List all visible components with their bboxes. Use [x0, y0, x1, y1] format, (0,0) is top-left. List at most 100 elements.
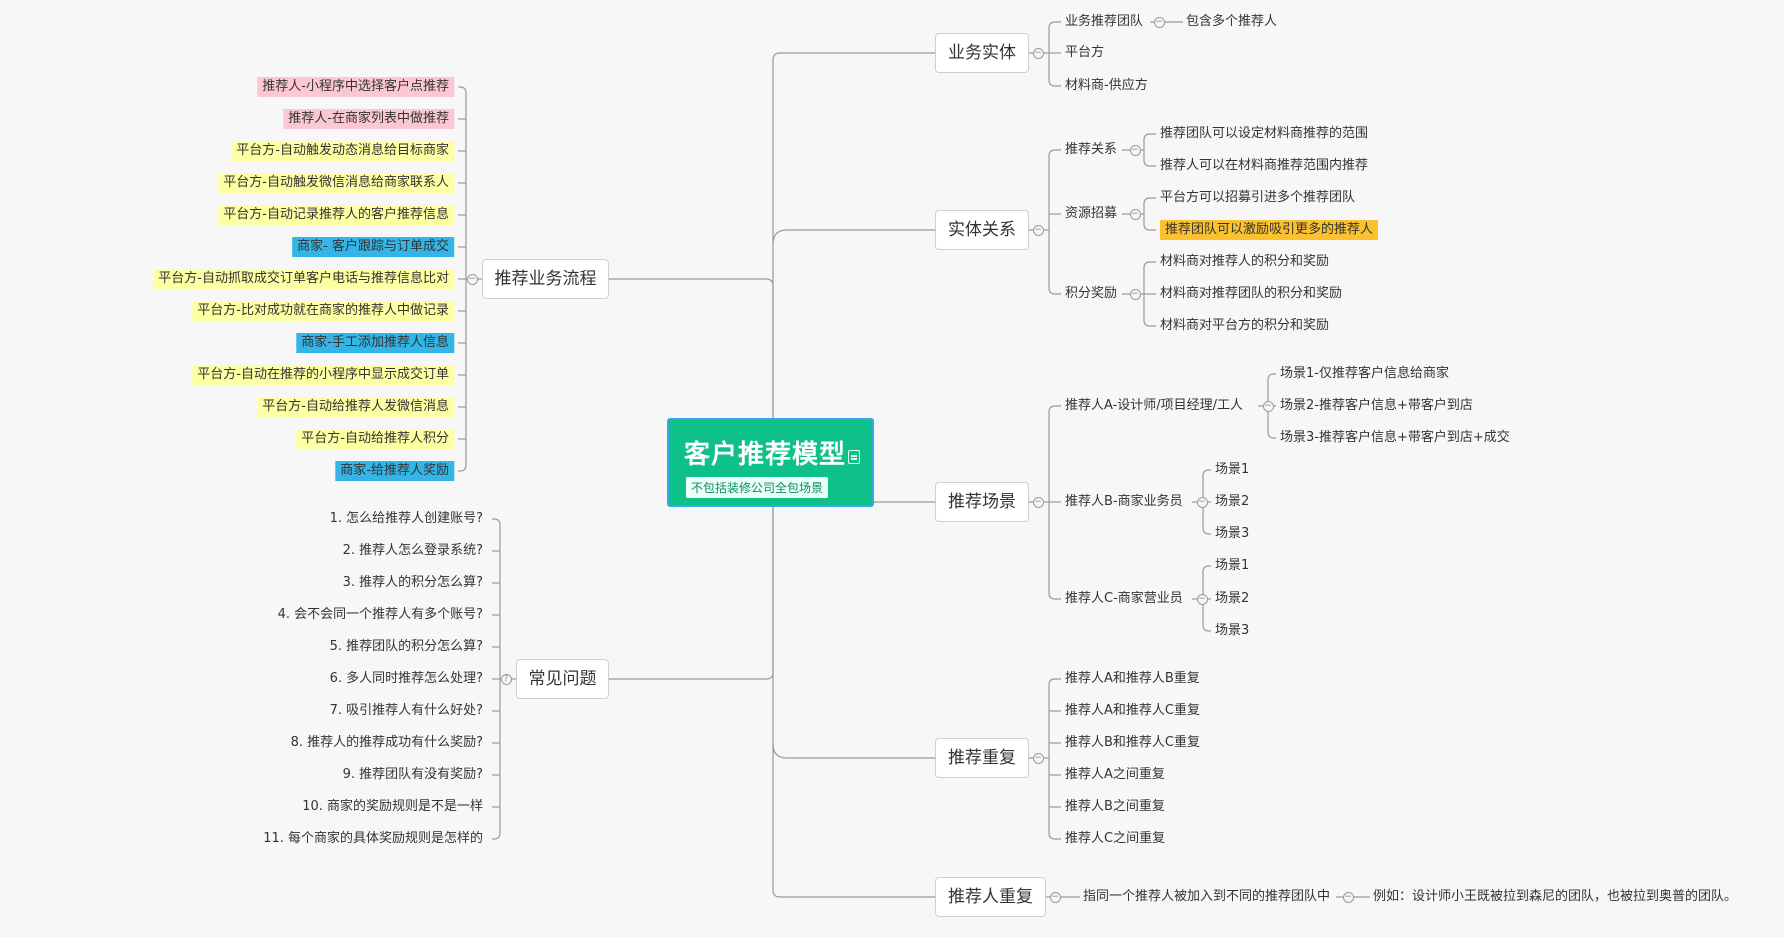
collapse-team-icon[interactable]: − — [1153, 16, 1165, 28]
process-step-node[interactable]: 商家- 客户跟踪与订单成交 — [292, 237, 454, 257]
collapse-relations-icon[interactable]: − — [1032, 224, 1044, 236]
entity-node[interactable]: 业务推荐团队 — [1065, 14, 1144, 29]
process-step-node[interactable]: 推荐人-在商家列表中做推荐 — [283, 109, 454, 129]
duplicate-case-node[interactable]: 推荐人A和推荐人C重复 — [1065, 703, 1200, 718]
branch-scenarios[interactable]: 推荐场景 — [935, 482, 1029, 522]
duplicate-case-node[interactable]: 推荐人A和推荐人B重复 — [1065, 671, 1200, 686]
process-step-node[interactable]: 商家-手工添加推荐人信息 — [296, 333, 454, 353]
collapse-group-icon[interactable]: − — [1196, 593, 1208, 605]
collapse-faq-icon[interactable]: ? — [500, 673, 512, 685]
collapse-group-icon[interactable]: − — [1262, 400, 1274, 412]
collapse-example-icon[interactable]: − — [1342, 891, 1354, 903]
process-step-node[interactable]: 平台方-自动给推荐人发微信消息 — [257, 397, 454, 417]
duplicate-case-node[interactable]: 推荐人C之间重复 — [1065, 831, 1166, 846]
scenario-node[interactable]: 场景1-仅推荐客户信息给商家 — [1280, 366, 1449, 381]
scenario-node[interactable]: 场景2-推荐客户信息+带客户到店 — [1280, 398, 1473, 413]
collapse-recommender-dup-icon[interactable]: − — [1049, 891, 1061, 903]
process-step-node[interactable]: 商家-给推荐人奖励 — [335, 461, 454, 481]
scenario-node[interactable]: 场景3 — [1215, 623, 1250, 638]
process-step-node[interactable]: 平台方-自动在推荐的小程序中显示成交订单 — [192, 365, 454, 385]
connector-line — [458, 464, 467, 472]
central-topic[interactable]: 客户推荐模型 不包括装修公司全包场景 — [667, 418, 874, 507]
faq-item-node[interactable]: 6. 多人同时推荐怎么处理? — [329, 671, 483, 686]
connector-line — [1267, 431, 1276, 439]
scenario-node[interactable]: 场景2 — [1215, 591, 1250, 606]
relation-item-node[interactable]: 材料商对平台方的积分和奖励 — [1160, 318, 1330, 333]
process-step-node[interactable]: 推荐人-小程序中选择客户点推荐 — [257, 77, 454, 97]
collapse-scenarios-icon[interactable]: − — [1032, 496, 1044, 508]
central-topic-title: 客户推荐模型 — [684, 440, 847, 470]
connector-line — [1202, 624, 1211, 632]
collapse-group-icon[interactable]: − — [1196, 496, 1208, 508]
process-step-node[interactable]: 平台方-自动触发动态消息给目标商家 — [231, 141, 454, 161]
scenario-node[interactable]: 场景2 — [1215, 494, 1250, 509]
connector-line — [1048, 678, 1061, 686]
duplicate-case-node[interactable]: 推荐人A之间重复 — [1065, 767, 1165, 782]
collapse-duplicate-icon[interactable]: − — [1032, 752, 1044, 764]
collapse-group-icon[interactable]: − — [1129, 144, 1141, 156]
faq-item-node[interactable]: 8. 推荐人的推荐成功有什么奖励? — [290, 735, 483, 750]
faq-item-node[interactable]: 9. 推荐团队有没有奖励? — [342, 767, 483, 782]
scenario-node[interactable]: 场景3-推荐客户信息+带客户到店+成交 — [1280, 430, 1510, 445]
branch-duplicate-recommendation[interactable]: 推荐重复 — [935, 738, 1029, 778]
process-step-node[interactable]: 平台方-自动触发微信消息给商家联系人 — [218, 173, 454, 193]
duplicate-example-node[interactable]: 例如：设计师小王既被拉到森尼的团队，也被拉到奥普的团队。 — [1373, 889, 1738, 904]
trunk-line — [609, 507, 774, 680]
connector-line — [1202, 527, 1211, 535]
entity-sub-node[interactable]: 包含多个推荐人 — [1186, 14, 1278, 29]
relation-item-node[interactable]: 推荐人可以在材料商推荐范围内推荐 — [1160, 158, 1369, 173]
faq-item-node[interactable]: 5. 推荐团队的积分怎么算? — [329, 639, 483, 654]
branch-entity-relations[interactable]: 实体关系 — [935, 210, 1029, 250]
connector-line — [1143, 159, 1156, 167]
duplicate-recommender-node[interactable]: 指同一个推荐人被加入到不同的推荐团队中 — [1083, 889, 1331, 904]
faq-item-node[interactable]: 7. 吸引推荐人有什么好处? — [329, 703, 483, 718]
process-step-node[interactable]: 平台方-比对成功就在商家的推荐人中做记录 — [192, 301, 454, 321]
connector-line — [1143, 133, 1156, 141]
collapse-group-icon[interactable]: − — [1129, 208, 1141, 220]
process-step-node[interactable]: 平台方-自动抓取成交订单客户电话与推荐信息比对 — [153, 269, 454, 289]
faq-item-node[interactable]: 1. 怎么给推荐人创建账号? — [329, 511, 483, 526]
faq-item-node[interactable]: 10. 商家的奖励规则是不是一样 — [302, 799, 483, 814]
recommender-type-node[interactable]: 推荐人A-设计师/项目经理/工人 — [1065, 398, 1244, 413]
branch-process-flow[interactable]: 推荐业务流程 — [482, 259, 609, 299]
faq-item-node[interactable]: 3. 推荐人的积分怎么算? — [342, 575, 483, 590]
scenario-node[interactable]: 场景3 — [1215, 526, 1250, 541]
faq-item-node[interactable]: 4. 会不会同一个推荐人有多个账号? — [277, 607, 483, 622]
process-step-node[interactable]: 平台方-自动给推荐人积分 — [296, 429, 454, 449]
duplicate-case-node[interactable]: 推荐人B之间重复 — [1065, 799, 1165, 814]
relation-group-node[interactable]: 资源招募 — [1065, 206, 1118, 221]
scenario-node[interactable]: 场景1 — [1215, 558, 1250, 573]
connector-line — [1048, 149, 1061, 157]
relation-group-node[interactable]: 推荐关系 — [1065, 142, 1118, 157]
duplicate-case-node[interactable]: 推荐人B和推荐人C重复 — [1065, 735, 1200, 750]
relation-item-node[interactable]: 材料商对推荐人的积分和奖励 — [1160, 254, 1330, 269]
scenario-node[interactable]: 场景1 — [1215, 462, 1250, 477]
process-step-node[interactable]: 平台方-自动记录推荐人的客户推荐信息 — [218, 205, 454, 225]
trunk-line — [772, 507, 935, 898]
collapse-process-icon[interactable]: − — [466, 273, 478, 285]
branch-faq[interactable]: 常见问题 — [516, 659, 609, 699]
connector-line — [1048, 592, 1061, 600]
faq-item-node[interactable]: 11. 每个商家的具体奖励规则是怎样的 — [263, 831, 483, 846]
branch-business-entities[interactable]: 业务实体 — [935, 33, 1029, 73]
entity-node[interactable]: 平台方 — [1065, 45, 1105, 60]
trunk-line — [609, 278, 774, 418]
connector-line — [1202, 469, 1211, 477]
faq-item-node[interactable]: 2. 推荐人怎么登录系统? — [342, 543, 483, 558]
central-topic-note: 不包括装修公司全包场景 — [686, 477, 829, 498]
trunk-line — [772, 743, 935, 759]
relation-item-node[interactable]: 材料商对推荐团队的积分和奖励 — [1160, 286, 1343, 301]
connector-line — [492, 832, 501, 840]
relation-item-node[interactable]: 推荐团队可以设定材料商推荐的范围 — [1160, 126, 1369, 141]
collapse-group-icon[interactable]: − — [1129, 288, 1141, 300]
relation-item-node[interactable]: 推荐团队可以激励吸引更多的推荐人 — [1160, 220, 1379, 240]
branch-duplicate-recommender[interactable]: 推荐人重复 — [935, 877, 1046, 917]
note-icon[interactable] — [848, 450, 860, 464]
relation-item-node[interactable]: 平台方可以招募引进多个推荐团队 — [1160, 190, 1356, 205]
relation-group-node[interactable]: 积分奖励 — [1065, 286, 1118, 301]
collapse-business-entities-icon[interactable]: − — [1032, 47, 1044, 59]
recommender-type-node[interactable]: 推荐人C-商家营业员 — [1065, 591, 1183, 606]
recommender-type-node[interactable]: 推荐人B-商家业务员 — [1065, 494, 1183, 509]
entity-node[interactable]: 材料商-供应方 — [1065, 78, 1148, 93]
